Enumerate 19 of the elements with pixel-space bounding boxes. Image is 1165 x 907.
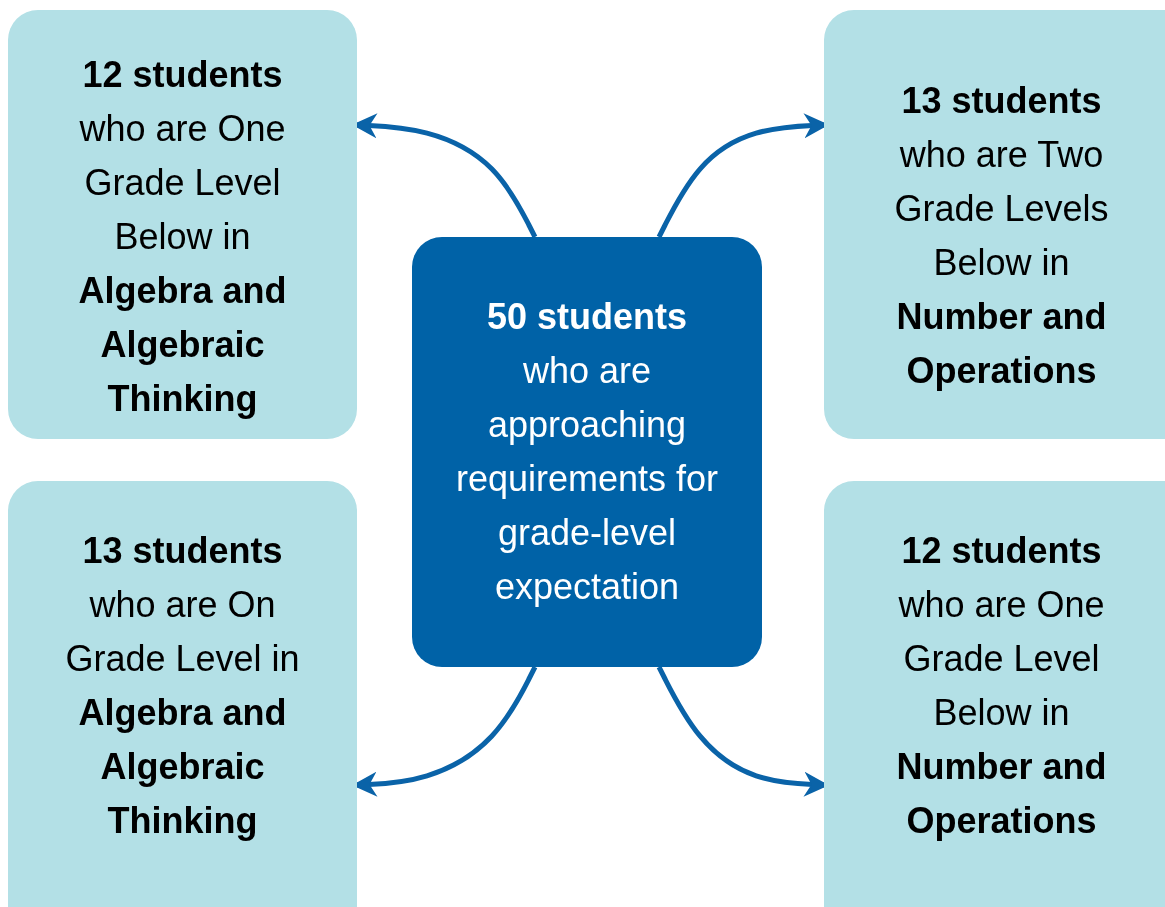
count-heading: 12 students xyxy=(901,529,1102,573)
group-box xyxy=(824,10,1165,439)
count-heading: 13 students xyxy=(82,529,283,573)
count-heading: 50 students xyxy=(486,295,688,339)
center-box xyxy=(412,237,762,667)
description-text: who are One Grade Level Below in xyxy=(78,107,287,259)
count-heading: 12 students xyxy=(82,53,283,97)
subject-text: Algebra and Algebraic Thinking xyxy=(77,269,288,421)
count-heading: 13 students xyxy=(901,79,1102,123)
description-text: who are One Grade Level Below in xyxy=(897,583,1106,735)
subject-text: Number and Operations xyxy=(895,295,1108,393)
group-box xyxy=(8,10,357,439)
group-box xyxy=(824,481,1165,907)
group-box xyxy=(8,481,357,907)
description-text: who are On Grade Level in xyxy=(64,583,301,681)
description-text: who are Two Grade Levels Below in xyxy=(893,133,1110,285)
description-text: who are approaching requirements for grade-level expectation xyxy=(454,349,720,609)
subject-text: Number and Operations xyxy=(895,745,1108,843)
subject-text: Algebra and Algebraic Thinking xyxy=(77,691,288,843)
